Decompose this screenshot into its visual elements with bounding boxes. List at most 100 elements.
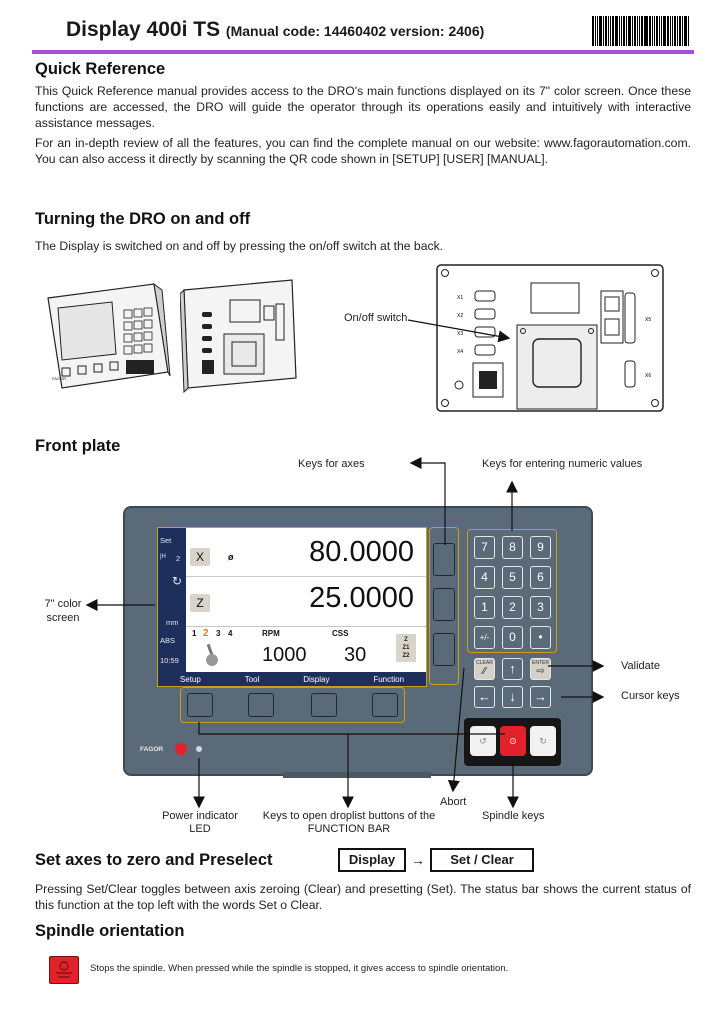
svg-text:FAGOR: FAGOR [52, 376, 66, 381]
enter-icon: ⇨ [536, 666, 545, 677]
barcode-bar [654, 16, 656, 46]
key-8[interactable]: 8 [502, 536, 523, 559]
label-screen-line1: 7" color [44, 598, 82, 610]
enter-key-label: ENTER [532, 660, 549, 666]
cursor-right-key[interactable]: → [530, 686, 551, 708]
fagor-logo-mark [175, 743, 187, 755]
function-bar-function[interactable]: Function [373, 674, 405, 684]
label-validate: Validate [621, 660, 660, 672]
manual-paragraph: For an in-depth review of all the featur… [35, 136, 691, 166]
label-screen: 7" color screen [38, 597, 88, 625]
function-bar-tool[interactable]: Tool [244, 674, 260, 684]
enter-key[interactable]: ENTER ⇨ [530, 658, 551, 680]
screen-divider [186, 626, 426, 627]
label-droplist-line2: FUNCTION BAR [307, 823, 391, 835]
cursor-left-key[interactable]: ← [474, 686, 495, 708]
barcode-bar [649, 16, 652, 46]
axis-z-key: Z [190, 594, 210, 612]
axis-key-1[interactable] [433, 543, 455, 576]
set-status: Set [160, 536, 172, 545]
axis-key-3[interactable] [433, 633, 455, 666]
function-bar-display[interactable]: Display [303, 674, 330, 684]
section-heading-quick-reference: Quick Reference [35, 60, 166, 78]
cursor-up-key[interactable]: ↑ [502, 658, 523, 680]
key-5[interactable]: 5 [502, 566, 523, 589]
header-divider [32, 50, 694, 54]
title-text: Display 400i TS [66, 18, 221, 41]
dro-screen: Set |H 2 ↻ mm ABS 10:59 X ø 80.0000 Z 25… [157, 527, 427, 687]
barcode-image [592, 16, 690, 46]
label-power-line2: LED [189, 823, 211, 835]
barcode-bar [594, 16, 596, 46]
barcode-bar [609, 16, 611, 46]
spindle-cw-key[interactable]: ↻ [530, 726, 556, 756]
z-tag: Z2 [402, 653, 410, 659]
barcode-bar [625, 16, 627, 46]
dro-back-view-illustration [180, 279, 297, 394]
barcode-bar [633, 16, 636, 46]
barcode-bar [598, 16, 602, 46]
key-2[interactable]: 2 [502, 596, 523, 619]
key-plus-minus[interactable]: +/- [474, 626, 495, 649]
function-key-2[interactable] [248, 693, 274, 717]
key-0[interactable]: 0 [502, 626, 523, 649]
key-1[interactable]: 1 [474, 596, 495, 619]
function-key-3[interactable] [311, 693, 337, 717]
label-power-line1: Power indicator [162, 810, 238, 822]
function-bar-setup[interactable]: Setup [179, 674, 201, 684]
rpm-value: 1000 [262, 644, 307, 666]
barcode-bar [638, 16, 640, 46]
barcode-bar [684, 16, 688, 46]
barcode-bar [640, 16, 643, 46]
connector-label: X2 [457, 313, 463, 319]
function-key-4[interactable] [372, 693, 398, 717]
barcode-bar [670, 16, 672, 46]
key-6[interactable]: 6 [530, 566, 551, 589]
screen-status-column: Set |H 2 ↻ mm ABS 10:59 [158, 528, 186, 686]
display-button-reference: Display [338, 848, 406, 872]
barcode-bar [611, 16, 614, 46]
axis-key-2[interactable] [433, 588, 455, 621]
barcode-bar [631, 16, 633, 46]
power-indicator-led [196, 746, 202, 752]
barcode-bar [602, 16, 604, 46]
spindle-ccw-key[interactable]: ↺ [470, 726, 496, 756]
key-9[interactable]: 9 [530, 536, 551, 559]
spindle-stop-icon [49, 956, 79, 984]
connector-label: X3 [457, 331, 463, 337]
z-tag: Z [404, 637, 408, 643]
label-keys-numeric: Keys for entering numeric values [482, 458, 643, 470]
label-screen-line2: screen [46, 612, 80, 624]
label-keys-for-axes: Keys for axes [298, 458, 365, 470]
on-off-switch-arrow [407, 319, 511, 343]
units-label: mm [166, 618, 179, 627]
mode-indicator: |H [160, 554, 166, 560]
css-value: 30 [344, 644, 367, 666]
abort-arrow [447, 667, 465, 793]
gear-4: 4 [228, 629, 233, 638]
gear-1: 1 [192, 629, 197, 638]
barcode-bar [663, 16, 667, 46]
spindle-symbol-icon [56, 961, 72, 978]
label-droplist-keys: Keys to open droplist buttons of the FUN… [258, 810, 440, 836]
arrow-icon: → [411, 852, 425, 868]
barcode-bar [688, 16, 690, 46]
clear-key[interactable]: CLEAR ⁄⁄ [474, 658, 495, 680]
key-7[interactable]: 7 [474, 536, 495, 559]
key-decimal-point[interactable]: • [530, 626, 551, 649]
label-abort: Abort [440, 796, 467, 808]
diameter-symbol: ø [228, 552, 234, 562]
barcode-bar [682, 16, 684, 46]
connector-label: X6 [645, 373, 651, 379]
function-keys-bracket [198, 722, 505, 735]
connector-label: X4 [457, 349, 463, 355]
function-key-1[interactable] [187, 693, 213, 717]
key-4[interactable]: 4 [474, 566, 495, 589]
barcode-bar [604, 16, 607, 46]
spindle-stop-key[interactable]: ⊙ [500, 726, 526, 756]
dro-back-panel-illustration: X1 X2 X3 X4 X5 X6 [436, 264, 664, 412]
key-3[interactable]: 3 [530, 596, 551, 619]
gear-3: 3 [216, 629, 221, 638]
axis-keys-frame [429, 527, 459, 685]
cursor-down-key[interactable]: ↓ [502, 686, 523, 708]
